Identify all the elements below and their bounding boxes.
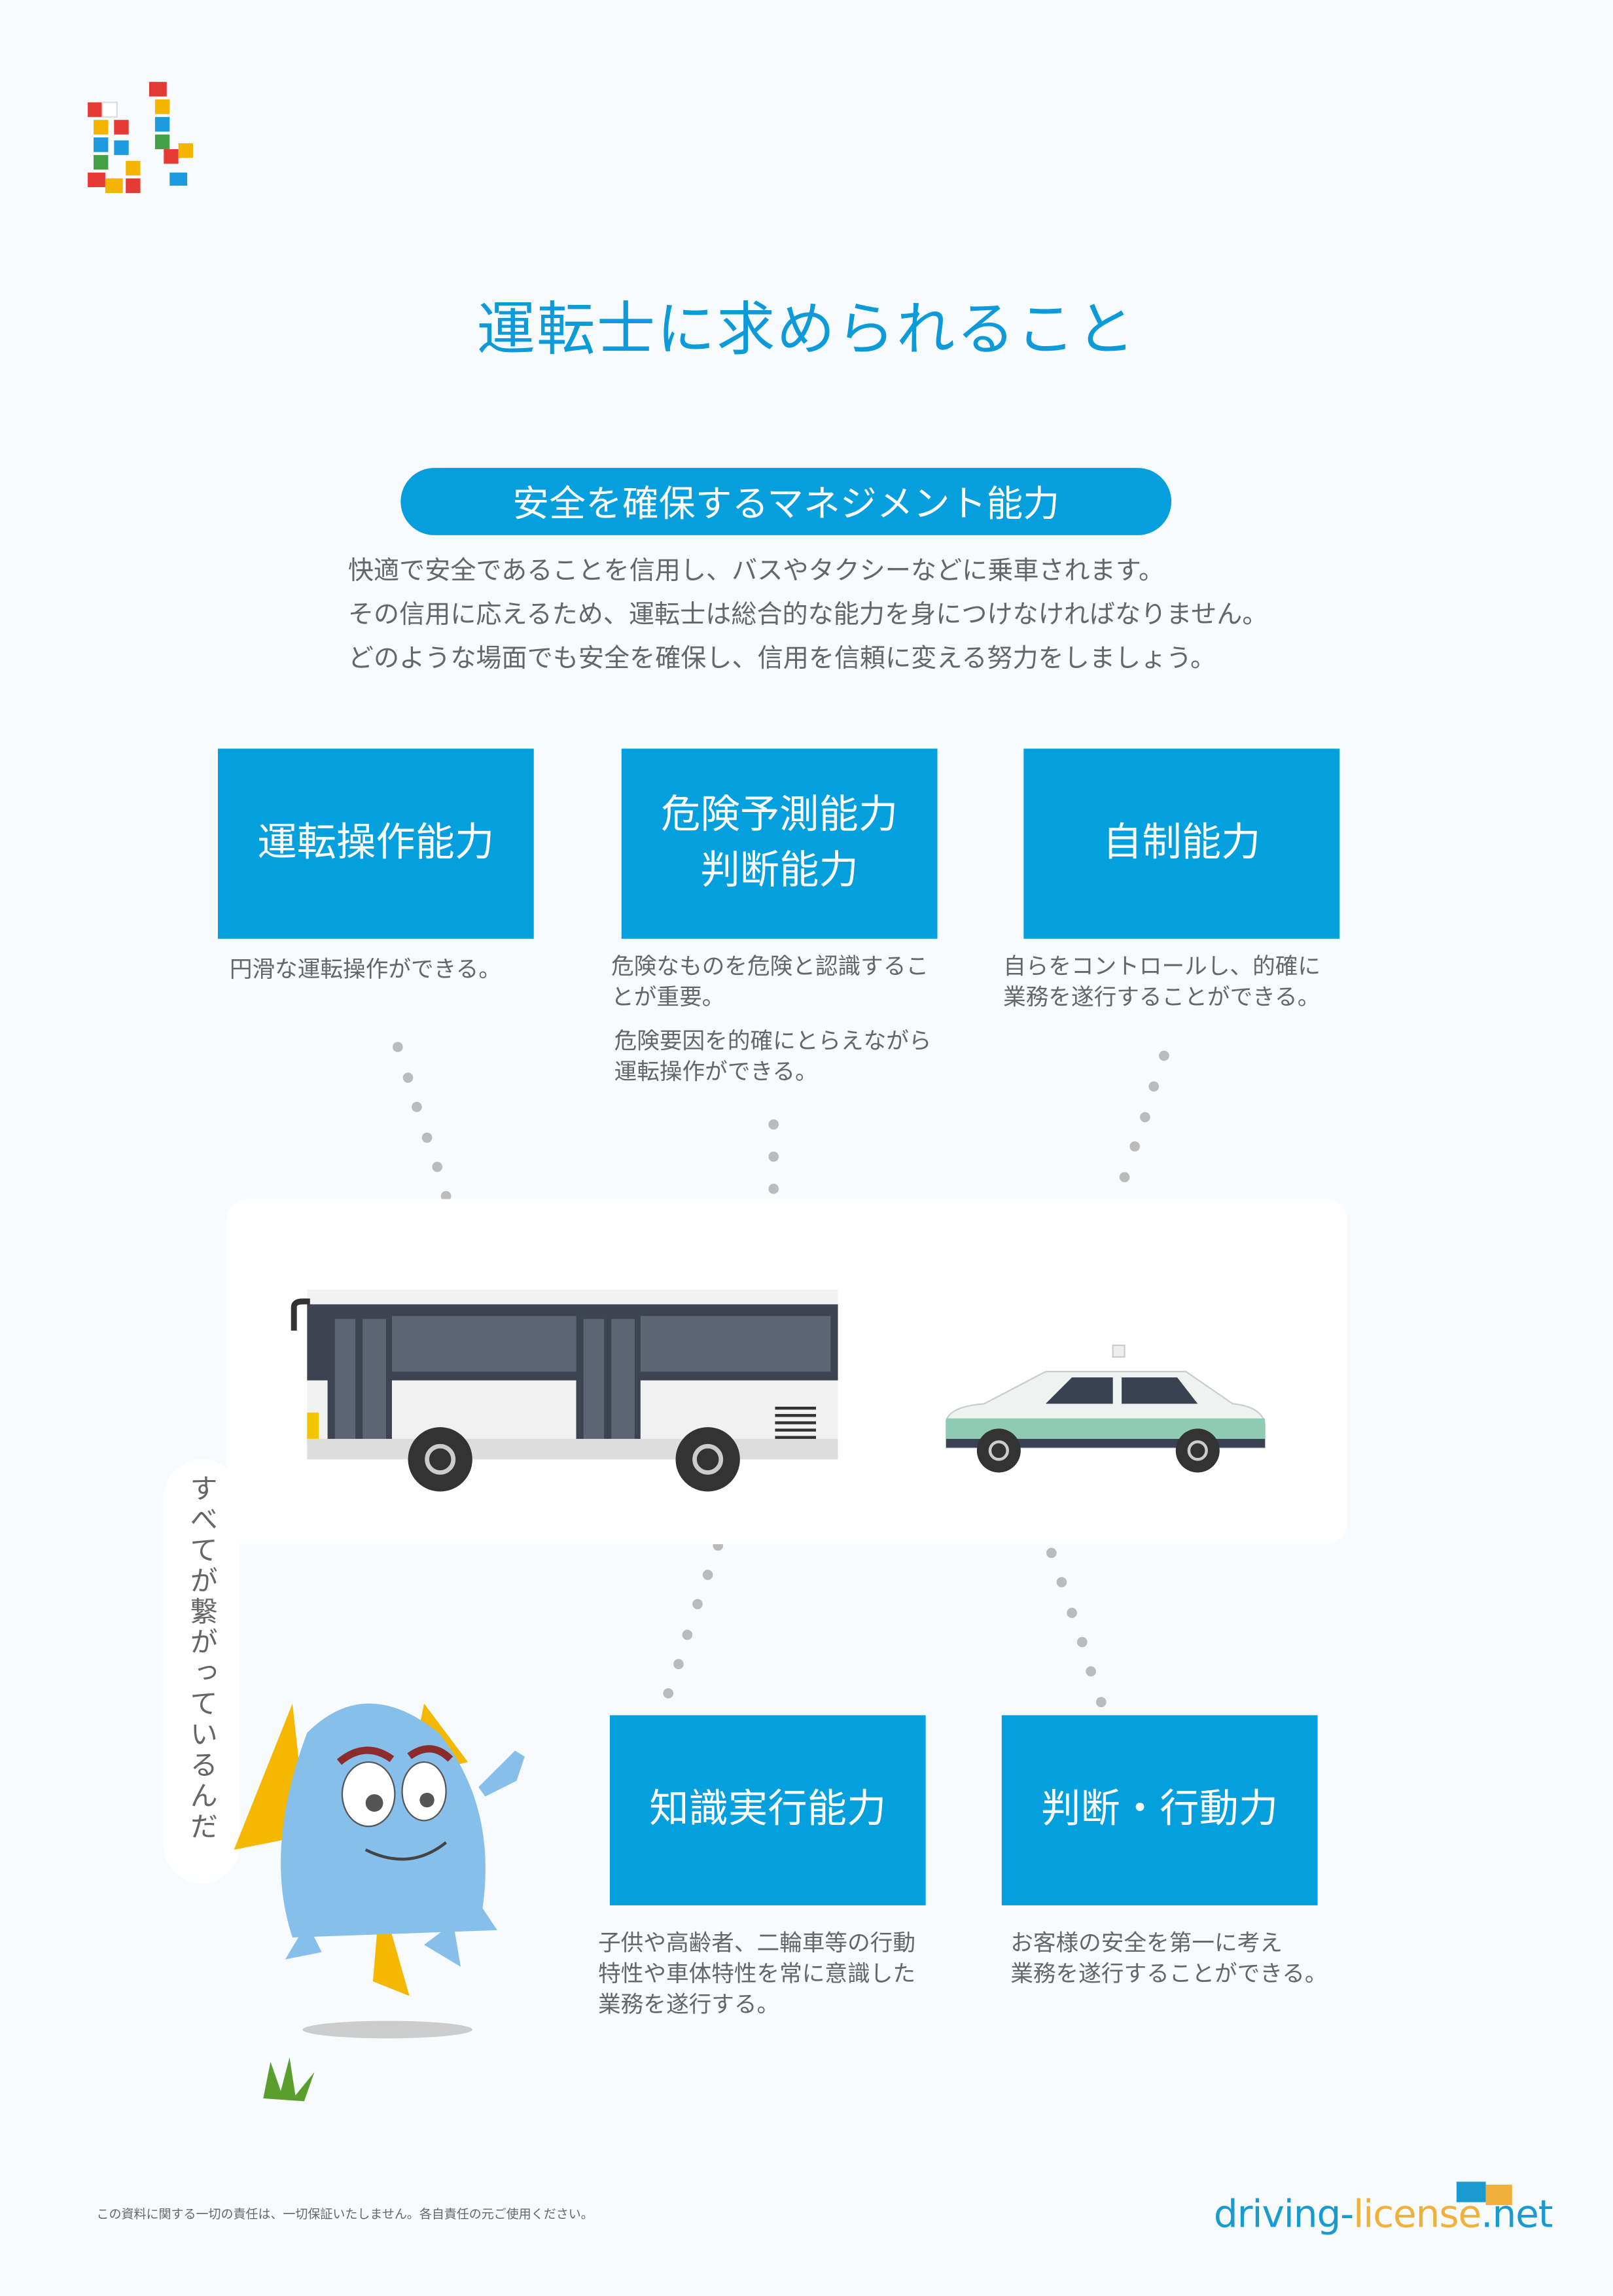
ability-desc: 自らをコントロールし、的確に業務を遂行することができる。 <box>1003 952 1321 1014</box>
speech-text: すべてが繋がっているんだ <box>185 1474 218 1843</box>
desc-line: お客様の安全を第一に考え <box>1010 1930 1283 1957</box>
ability-knowledge-execution: 知識実行能力 <box>609 1715 926 1905</box>
ability-desc: 円滑な運転操作ができる。 <box>230 955 501 985</box>
brand-logo: driving-license.net <box>1214 2193 1553 2237</box>
ability-title: 判断・行動力 <box>1041 1786 1279 1833</box>
ability-desc: 危険なものを危険と認識することが重要。 <box>611 952 929 1014</box>
ability-desc: 子供や高齢者、二輪車等の行動特性や車体特性を常に意識した業務を遂行する。 <box>598 1929 915 2021</box>
ability-title: 自制能力 <box>1103 820 1261 866</box>
brand-part: driving- <box>1213 2193 1354 2238</box>
intro-line: どのような場面でも安全を確保し、信用を信頼に変える努力をしましょう。 <box>347 645 1216 675</box>
ability-judgment-action: 判断・行動力 <box>1001 1715 1318 1905</box>
ability-title: 危険予測能力 <box>661 792 898 838</box>
desc-line: 業務を遂行することができる。 <box>1010 1960 1328 1988</box>
ability-desc: 危険要因を的確にとらえながら運転操作ができる。 <box>614 1027 932 1088</box>
taxi-icon <box>945 1344 1266 1473</box>
desc-line: 特性や車体特性を常に意識した <box>598 1960 916 1988</box>
brand-blocks-icon <box>1456 2181 1512 2206</box>
ability-title: 知識実行能力 <box>649 1786 887 1833</box>
section-label: 安全を確保するマネジメント能力 <box>400 468 1172 535</box>
desc-line: 業務を遂行することができる。 <box>1003 984 1321 1011</box>
intro-line: その信用に応えるため、運転士は総合的な能力を身につけなければなりません。 <box>347 601 1268 631</box>
ability-desc: お客様の安全を第一に考え業務を遂行することができる。 <box>1010 1929 1327 1990</box>
desc-line: 危険なものを危険と認識するこ <box>611 953 929 980</box>
desc-line: とが重要。 <box>611 984 725 1011</box>
brand-part: license <box>1353 2193 1481 2238</box>
block-logo-icon <box>88 82 193 193</box>
desc-line: 業務を遂行する。 <box>598 1991 780 2019</box>
ability-driving-operation: 運転操作能力 <box>217 749 534 939</box>
intro-text: 快適で安全であることを信用し、バスやタクシーなどに乗車されます。 その信用に応え… <box>348 550 1268 681</box>
desc-line: 子供や高齢者、二輪車等の行動 <box>598 1930 916 1957</box>
speech-bubble <box>164 1459 240 1884</box>
desc-line: 危険要因を的確にとらえながら <box>614 1028 932 1055</box>
intro-line: 快適で安全であることを信用し、バスやタクシーなどに乗車されます。 <box>347 557 1165 587</box>
monster-mascot-icon <box>234 1703 525 2102</box>
ability-title: 判断能力 <box>700 848 859 894</box>
ability-title: 運転操作能力 <box>257 820 495 866</box>
desc-line: 自らをコントロールし、的確に <box>1003 953 1321 980</box>
disclaimer: この資料に関する一切の責任は、一切保証いたしません。各自責任の元ご使用ください。 <box>96 2208 594 2223</box>
ability-self-control: 自制能力 <box>1023 749 1340 939</box>
page-title: 運転士に求められること <box>476 296 1137 364</box>
bus-icon <box>291 1290 838 1492</box>
ability-hazard-prediction: 危険予測能力判断能力 <box>621 749 938 939</box>
desc-line: 円滑な運転操作ができる。 <box>229 956 501 983</box>
desc-line: 運転操作ができる。 <box>614 1058 818 1086</box>
brand-part: .net <box>1481 2193 1553 2238</box>
